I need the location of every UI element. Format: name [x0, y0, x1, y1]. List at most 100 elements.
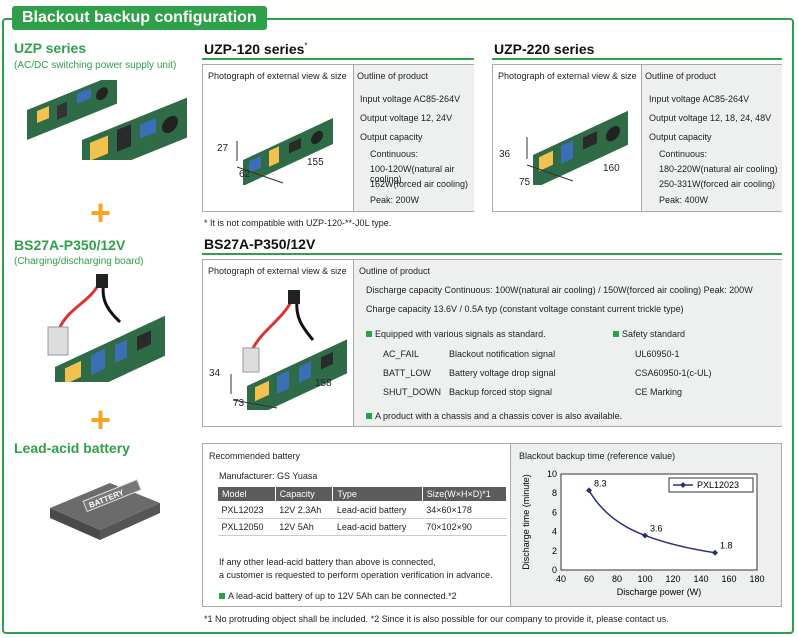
bs27-rule [202, 253, 782, 255]
bs27-chassis-note: A product with a chassis and a chassis c… [366, 411, 622, 421]
col-model: Model [217, 486, 276, 502]
uzp220-outline-label: Outline of product [645, 71, 717, 81]
y-tick-label: 0 [552, 565, 557, 575]
signal-desc-battlow: Battery voltage drop signal [449, 368, 556, 378]
data-label: 3.6 [650, 523, 663, 533]
uzp220-title: UZP-220 series [494, 41, 595, 57]
y-tick-label: 8 [552, 488, 557, 498]
bs27-outline-panel [353, 260, 782, 426]
uzp220-dim-height: 36 [499, 149, 511, 160]
battery-note-2: a customer is requested to perform opera… [219, 570, 493, 580]
uzp220-line-output: Output voltage 12, 18, 24, 48V [649, 113, 772, 123]
uzp120-line-output: Output voltage 12, 24V [360, 113, 453, 123]
uzp220-line-capacity: Output capacity [649, 132, 712, 142]
uzp120-outline-panel [353, 65, 474, 211]
bs27-photo-label: Photograph of external view & size [208, 266, 347, 276]
uzp220-line-input: Input voltage AC85-264V [649, 94, 750, 104]
table-row: PXL12023 12V 2.3Ah Lead-acid battery 34×… [217, 501, 507, 519]
cell-size: 34×60×178 [422, 501, 507, 519]
signal-desc-acfail: Blackout notification signal [449, 349, 556, 359]
y-axis-label: Discharge time (minute) [521, 474, 531, 570]
x-tick-label: 120 [665, 574, 680, 584]
uzp220-line-peak: Peak: 400W [659, 195, 709, 205]
bs27-box: Photograph of external view & size 34 73… [202, 259, 782, 427]
signal-desc-shutdown: Backup forced stop signal [449, 387, 553, 397]
uzp220-dim-length: 160 [603, 163, 620, 174]
bs27-title-left: BS27A-P350/12V [14, 237, 126, 253]
uzp120-line-forced: 162W(forced air cooling) [370, 179, 469, 189]
battery-table-header: Model Capacity Type Size(W×H×D)*1 [217, 486, 508, 502]
y-tick-label: 4 [552, 527, 557, 537]
legend-label: PXL12023 [697, 480, 739, 490]
uzp-series-title: UZP series [14, 40, 87, 56]
data-point [712, 549, 718, 556]
signal-name-shutdown: SHUT_DOWN [383, 387, 441, 397]
x-tick-label: 180 [749, 574, 764, 584]
uzp-series-subtitle: (AC/DC switching power supply unit) [14, 60, 177, 71]
bs27-photo-image [230, 290, 347, 410]
battery-image: BATTERY [50, 478, 160, 540]
battery-manufacturer: Manufacturer: GS Yuasa [219, 471, 318, 481]
uzp220-line-natural: 180-220W(natural air cooling) [659, 164, 778, 174]
page-title: Blackout backup configuration [12, 6, 267, 30]
uzp220-line-continuous: Continuous: [659, 149, 708, 159]
cell-type: Lead-acid battery [332, 501, 423, 519]
x-tick-label: 80 [612, 574, 622, 584]
uzp220-photo-label: Photograph of external view & size [498, 71, 637, 81]
data-label: 8.3 [594, 478, 607, 488]
bs27-subtitle-left: (Charging/discharging board) [14, 256, 144, 267]
legend-box [668, 477, 754, 493]
uzp120-rule [202, 58, 474, 60]
battery-panel: Recommended battery Manufacturer: GS Yua… [202, 443, 782, 607]
data-point [642, 532, 648, 539]
bs27-board-image [47, 274, 165, 382]
x-axis-label: Discharge power (W) [617, 587, 702, 597]
uzp120-line-peak: Peak: 200W [370, 195, 420, 205]
uzp120-title: UZP-120 series* [204, 41, 308, 57]
cell-type: Lead-acid battery [332, 518, 423, 536]
col-type: Type [332, 486, 423, 502]
safety-csa: CSA60950-1(c-UL) [635, 368, 712, 378]
x-tick-label: 60 [584, 574, 594, 584]
cell-model: PXL12023 [217, 501, 276, 519]
bs27-discharge: Discharge capacity Continuous: 100W(natu… [366, 285, 753, 295]
uzp120-dim-length: 155 [307, 157, 324, 168]
uzp120-line-input: Input voltage AC85-264V [360, 94, 461, 104]
cell-size: 70×102×90 [422, 518, 507, 536]
uzp220-board-image [526, 110, 628, 185]
bs27-signals-title: Equipped with various signals as standar… [366, 329, 546, 339]
uzp120-line-natural: 100-120W(natural air cooling) [370, 164, 455, 184]
x-tick-label: 160 [721, 574, 736, 584]
footnote: *1 No protruding object shall be include… [204, 614, 669, 624]
uzp120-line-continuous: Continuous: [370, 149, 419, 159]
bs27-outline-label: Outline of product [359, 266, 431, 276]
uzp120-photo-label: Photograph of external view & size [208, 71, 347, 81]
uzp120-dim-height: 27 [217, 143, 229, 154]
battery-panel-title: Recommended battery [209, 451, 301, 461]
bs27-charge: Charge capacity 13.6V / 0.5A typ (consta… [366, 304, 684, 314]
y-tick-label: 10 [547, 469, 557, 479]
uzp120-dim-width: 62 [239, 169, 251, 180]
uzp220-dim-width: 75 [519, 177, 531, 188]
x-tick-label: 100 [637, 574, 652, 584]
bs27-title: BS27A-P350/12V [204, 236, 316, 252]
bs27-safety-title: Safety standard [613, 329, 685, 339]
x-tick-label: 140 [693, 574, 708, 584]
signal-name-acfail: AC_FAIL [383, 349, 420, 359]
y-tick-label: 6 [552, 507, 557, 517]
cell-model: PXL12050 [217, 518, 276, 536]
uzp120-note: * It is not compatible with UZP-120-**-J… [204, 218, 392, 228]
bs27-dim-height: 34 [209, 368, 221, 379]
plus-sign-1: + [90, 192, 112, 233]
safety-ce: CE Marking [635, 387, 683, 397]
data-point [586, 487, 592, 494]
uzp120-box: Photograph of external view & size Outli… [202, 64, 474, 212]
uzp120-outline-label: Outline of product [357, 71, 429, 81]
uzp120-board-image [236, 118, 333, 185]
uzp120-line-capacity: Output capacity [360, 132, 423, 142]
chart-title: Blackout backup time (reference value) [519, 451, 676, 461]
uzp220-rule [492, 58, 782, 60]
y-tick-label: 2 [552, 546, 557, 556]
data-label: 1.8 [720, 541, 733, 551]
